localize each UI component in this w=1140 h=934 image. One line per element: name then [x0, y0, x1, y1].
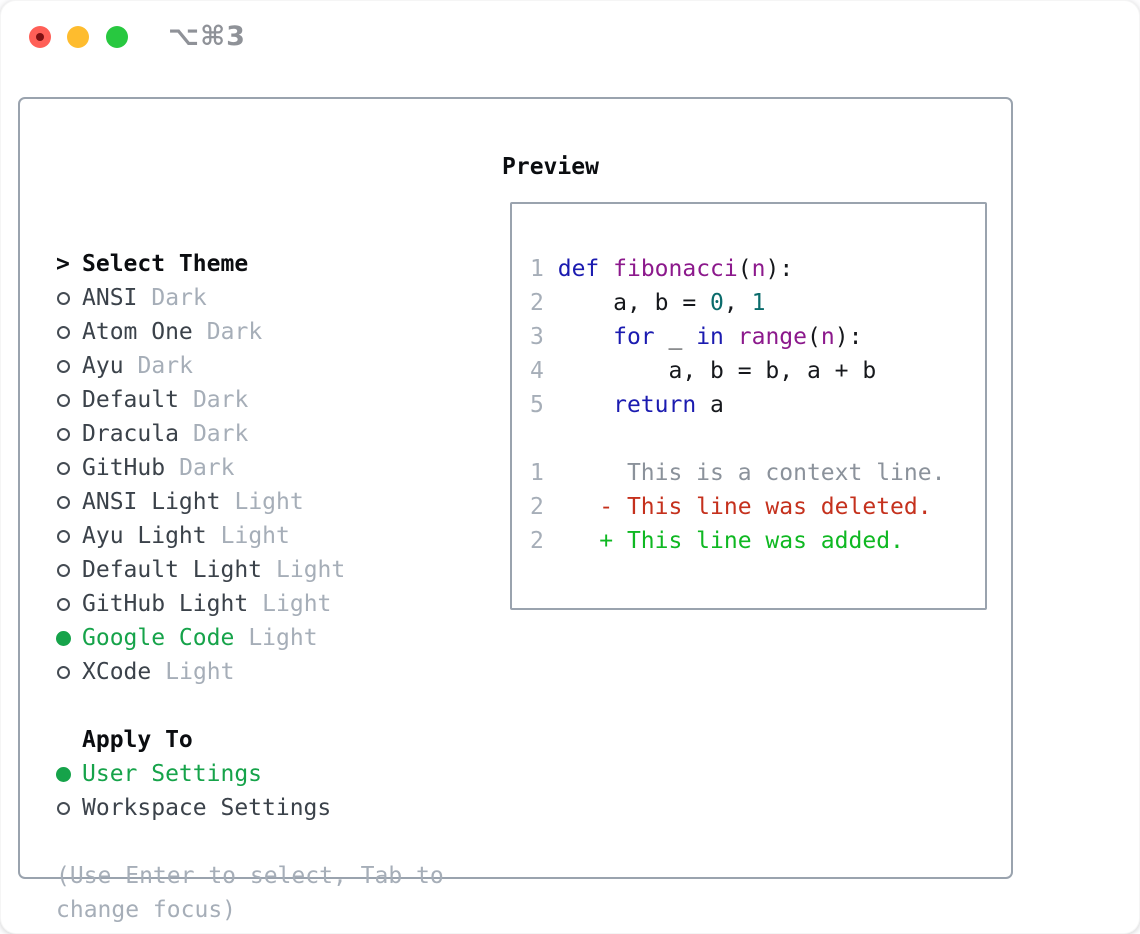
theme-variant-tag: Light — [165, 659, 235, 685]
theme-option-ayu[interactable]: Ayu Dark — [56, 349, 461, 383]
apply-option-label: User Settings — [82, 761, 263, 787]
theme-variant-tag: Dark — [206, 319, 263, 345]
theme-variant-tag: Light — [262, 591, 332, 617]
theme-option-github[interactable]: GitHub Dark — [56, 451, 461, 485]
apply-to-header: Apply To — [56, 723, 461, 757]
theme-option-ansi[interactable]: ANSI Dark — [56, 281, 461, 315]
theme-variant-tag: Light — [248, 625, 318, 651]
theme-option-github-light[interactable]: GitHub Light Light — [56, 587, 461, 621]
theme-name: ANSI Light — [82, 489, 221, 515]
radio-icon — [56, 359, 82, 373]
radio-icon — [56, 461, 82, 475]
theme-option-atom-one[interactable]: Atom One Dark — [56, 315, 461, 349]
theme-name: Ayu — [82, 353, 124, 379]
theme-name: Dracula — [82, 421, 179, 447]
spacer — [56, 689, 461, 723]
theme-option-ansi-light[interactable]: ANSI Light Light — [56, 485, 461, 519]
apply-option-user-settings[interactable]: User Settings — [56, 757, 461, 791]
radio-icon — [56, 563, 82, 577]
code-line: 4 a, b = b, a + b — [530, 358, 877, 384]
titlebar: ⌥⌘3 — [0, 0, 1140, 76]
theme-variant-tag: Dark — [179, 455, 235, 481]
theme-variant-tag: Dark — [151, 285, 207, 311]
select-theme-header: > Select Theme — [56, 247, 461, 281]
blank-line — [530, 218, 985, 252]
theme-variant-tag: Dark — [192, 387, 249, 413]
theme-variant-tag: Light — [220, 523, 290, 549]
theme-name: Atom One — [82, 319, 193, 345]
theme-name: ANSI — [82, 285, 138, 311]
minimize-button[interactable] — [67, 26, 89, 48]
code-line: 3 for _ in range(n): — [530, 324, 863, 350]
blank-line — [530, 422, 985, 456]
zoom-button[interactable] — [106, 26, 128, 48]
window-title: ⌥⌘3 — [168, 21, 246, 52]
apply-to-title: Apply To — [82, 727, 193, 753]
theme-name: XCode — [82, 659, 152, 685]
diff-line-added: 2 + This line was added. — [530, 528, 904, 554]
theme-option-google-code[interactable]: Google Code Light — [56, 621, 461, 655]
theme-variant-tag: Dark — [137, 353, 193, 379]
radio-icon — [56, 597, 82, 611]
theme-option-dracula[interactable]: Dracula Dark — [56, 417, 461, 451]
spacer — [56, 825, 461, 859]
diff-line-deleted: 2 - This line was deleted. — [530, 494, 932, 520]
theme-option-default-light[interactable]: Default Light Light — [56, 553, 461, 587]
radio-icon — [56, 529, 82, 543]
theme-variant-tag: Light — [234, 489, 304, 515]
theme-name: Default — [82, 387, 179, 413]
code-line: 2 a, b = 0, 1 — [530, 290, 766, 316]
radio-icon — [56, 325, 82, 339]
theme-variant-tag: Light — [276, 557, 346, 583]
apply-option-workspace-settings[interactable]: Workspace Settings — [56, 791, 461, 825]
diff-line-context: 1 This is a context line. — [530, 460, 946, 486]
code-line: 5 return a — [530, 392, 724, 418]
help-hint: (Use Enter to select, Tab to change focu… — [56, 863, 444, 923]
radio-icon — [56, 393, 82, 407]
theme-option-default[interactable]: Default Dark — [56, 383, 461, 417]
radio-icon — [56, 630, 82, 646]
radio-icon — [56, 801, 82, 815]
theme-option-ayu-light[interactable]: Ayu Light Light — [56, 519, 461, 553]
preview-title: Preview — [502, 154, 599, 180]
radio-icon — [56, 291, 82, 305]
theme-option-xcode[interactable]: XCode Light — [56, 655, 461, 689]
close-button[interactable] — [29, 26, 51, 48]
radio-icon — [56, 495, 82, 509]
preview-box: 1 def fibonacci(n): 2 a, b = 0, 1 3 for _ … — [510, 202, 987, 610]
theme-name: GitHub — [82, 455, 166, 481]
radio-icon — [56, 766, 82, 782]
theme-name: Ayu Light — [82, 523, 207, 549]
radio-icon — [56, 665, 82, 679]
radio-icon — [56, 427, 82, 441]
theme-name: GitHub Light — [82, 591, 249, 617]
focus-cursor-icon: > — [56, 251, 70, 277]
select-theme-title: Select Theme — [82, 251, 249, 277]
theme-name: Default Light — [82, 557, 263, 583]
apply-option-label: Workspace Settings — [82, 795, 332, 821]
code-line: 1 def fibonacci(n): — [530, 256, 794, 282]
theme-name: Google Code — [82, 625, 235, 651]
theme-variant-tag: Dark — [192, 421, 249, 447]
